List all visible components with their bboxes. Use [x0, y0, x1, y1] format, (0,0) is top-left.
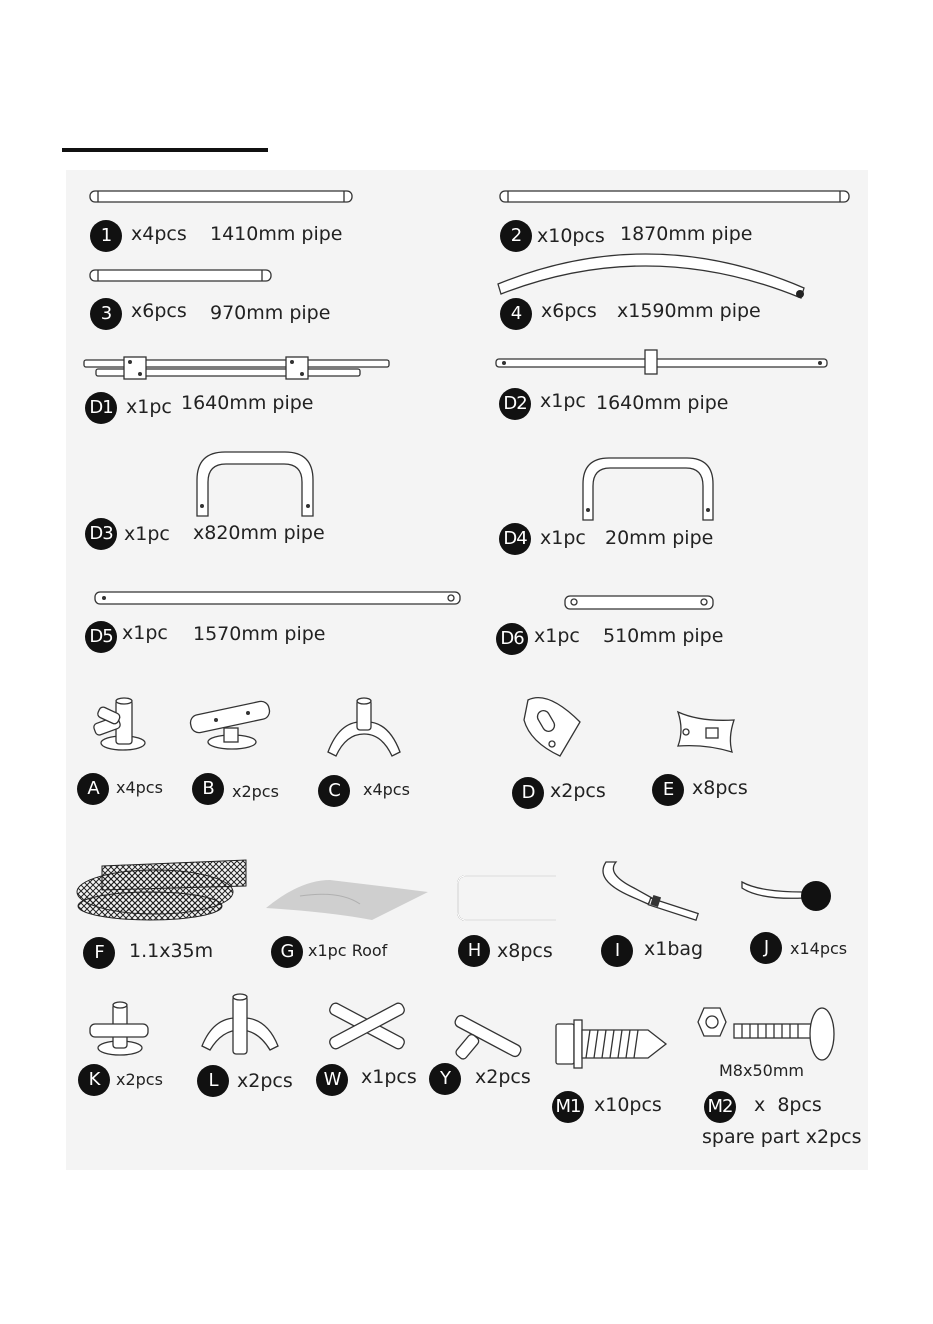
part-badge: Y	[429, 1063, 461, 1095]
part-badge: I	[601, 935, 633, 967]
part-badge: K	[78, 1064, 110, 1096]
part-quantity: x1pc	[126, 396, 172, 418]
part-quantity: x10pcs	[537, 225, 605, 247]
part-quantity: x1pc Roof	[308, 941, 388, 960]
part-badge: D6	[496, 623, 528, 655]
bolt-size: M8x50mm	[719, 1061, 804, 1080]
part-badge: M2	[704, 1091, 736, 1123]
part-quantity: x2pcs	[116, 1070, 163, 1089]
part-quantity: x2pcs	[475, 1066, 531, 1088]
part-quantity: x1pc	[534, 625, 580, 647]
part-badge: D4	[499, 523, 531, 555]
part-quantity: x10pcs	[594, 1094, 662, 1116]
part-description: 1570mm pipe	[193, 623, 326, 645]
part-badge: A	[77, 773, 109, 805]
part-badge: M1	[552, 1091, 584, 1123]
spare-part-note: spare part x2pcs	[702, 1126, 862, 1148]
part-description: 970mm pipe	[210, 302, 331, 324]
part-badge: B	[192, 773, 224, 805]
part-quantity: x2pcs	[232, 782, 279, 801]
part-badge: D1	[85, 392, 117, 424]
part-badge: C	[318, 775, 350, 807]
part-badge: W	[316, 1064, 348, 1096]
part-quantity: x2pcs	[550, 780, 606, 802]
part-badge: 4	[500, 298, 532, 330]
part-quantity: x4pcs	[363, 780, 410, 799]
part-description: 1640mm pipe	[181, 392, 314, 414]
part-quantity: x1pc	[540, 390, 586, 412]
part-badge: 1	[90, 220, 122, 252]
part-quantity: x4pcs	[131, 223, 187, 245]
part-badge: 3	[90, 298, 122, 330]
part-quantity: x14pcs	[790, 939, 848, 958]
part-badge: D	[512, 777, 544, 809]
part-quantity: x1bag	[644, 938, 704, 960]
parts-panel	[66, 170, 868, 1170]
part-description: 1410mm pipe	[210, 223, 343, 245]
part-description: 510mm pipe	[603, 625, 724, 647]
part-quantity: x1pcs	[361, 1066, 417, 1088]
part-quantity: 1.1x35m	[129, 940, 214, 962]
part-badge: D2	[499, 388, 531, 420]
part-quantity: x2pcs	[237, 1070, 293, 1092]
part-quantity: x8pcs	[692, 777, 748, 799]
part-description: x820mm pipe	[193, 522, 325, 544]
part-badge: D5	[85, 621, 117, 653]
part-quantity: x1pc	[540, 527, 586, 549]
heading-underline	[62, 148, 268, 152]
part-badge: L	[197, 1065, 229, 1097]
part-badge: D3	[85, 518, 117, 550]
part-quantity: x8pcs	[497, 940, 553, 962]
part-badge: 2	[500, 220, 532, 252]
part-quantity: x1pc	[124, 523, 170, 545]
part-quantity: x6pcs	[131, 300, 187, 322]
part-description: 20mm pipe	[605, 527, 714, 549]
part-quantity: x6pcs	[541, 300, 597, 322]
part-badge: J	[750, 932, 782, 964]
part-description: x1590mm pipe	[617, 300, 761, 322]
part-description: 1640mm pipe	[596, 392, 729, 414]
part-badge: F	[83, 937, 115, 969]
part-badge: G	[271, 936, 303, 968]
part-badge: E	[652, 774, 684, 806]
part-description: 1870mm pipe	[620, 223, 753, 245]
part-quantity: x 8pcs	[754, 1094, 822, 1116]
part-badge: H	[458, 935, 490, 967]
part-quantity: x4pcs	[116, 778, 163, 797]
part-quantity: x1pc	[122, 622, 168, 644]
